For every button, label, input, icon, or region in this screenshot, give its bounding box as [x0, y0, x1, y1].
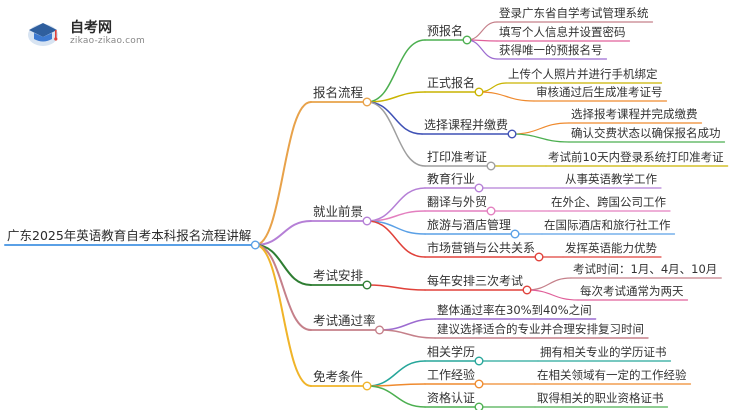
node-knob [486, 161, 496, 171]
connector-curve [366, 101, 426, 167]
node-print-admission: 打印准考证 [427, 150, 488, 164]
node-knob [362, 381, 372, 391]
leaf-certificate: 取得相关的职业资格证书 [537, 391, 664, 405]
branch-career-prospects: 就业前景 [313, 204, 364, 219]
connector-curve [378, 318, 436, 331]
connector-curve [366, 39, 426, 103]
connector-curve [366, 385, 426, 408]
connector-curve [254, 220, 312, 246]
connector-curve [466, 21, 498, 41]
connector-curve [378, 329, 436, 339]
node-related-education: 相关学历 [427, 345, 476, 359]
connector-curve [254, 244, 312, 286]
leaf-hotel-travel: 在国际酒店和旅行社工作 [544, 218, 671, 232]
branch-registration-process: 报名流程 [313, 85, 364, 100]
connector-curve [526, 277, 572, 291]
connector-curve [511, 133, 570, 143]
leaf-get-number: 获得唯一的预报名号 [499, 43, 603, 57]
node-knob [486, 206, 496, 216]
leaf-study-advice: 建议选择适合的专业并合理安排复习时间 [437, 322, 644, 336]
connector-curve [478, 91, 535, 102]
node-knob [510, 229, 520, 239]
node-knob [462, 35, 472, 45]
leaf-confirm-payment: 确认交费状态以确保报名成功 [571, 126, 721, 140]
connector-curve [366, 360, 426, 387]
leaf-upload-photo: 上传个人照片并进行手机绑定 [508, 67, 658, 81]
leaf-foreign-company: 在外企、跨国公司工作 [551, 195, 666, 209]
node-knob [474, 183, 484, 193]
node-tourism-hotel: 旅游与酒店管理 [427, 218, 512, 232]
connector-curve [254, 101, 312, 246]
node-knob [474, 87, 484, 97]
node-knob [362, 280, 372, 290]
logo-title: 自考网 [70, 20, 112, 36]
leaf-english-advantage: 发挥英语能力优势 [565, 241, 657, 255]
node-knob [474, 402, 484, 410]
leaf-review-pass: 审核通过后生成准考证号 [536, 85, 663, 99]
branch-pass-rate: 考试通过率 [313, 313, 376, 328]
node-translation-trade: 翻译与外贸 [427, 195, 488, 209]
node-knob [474, 356, 484, 366]
leaf-select-course: 选择报考课程并完成缴费 [571, 107, 698, 121]
connector-curve [254, 244, 312, 331]
node-formal-registration: 正式报名 [427, 76, 476, 90]
leaf-fill-info: 填写个人信息并设置密码 [499, 25, 626, 39]
connector-curve [366, 284, 426, 291]
node-knob [250, 240, 260, 250]
node-marketing-pr: 市场营销与公共关系 [427, 241, 536, 255]
leaf-teaching: 从事英语教学工作 [565, 172, 657, 186]
connector-curve [366, 220, 426, 258]
connector-curve [254, 244, 312, 387]
branch-exemption: 免考条件 [313, 369, 364, 384]
graduation-cap-icon [28, 23, 58, 46]
node-qualification: 资格认证 [427, 391, 476, 405]
branch-exam-schedule: 考试安排 [313, 268, 364, 283]
leaf-overall-rate: 整体通过率在30%到40%之间 [437, 303, 592, 317]
node-work-experience: 工作经验 [427, 368, 476, 382]
connector-curve [466, 39, 498, 60]
node-pre-registration: 预报名 [427, 24, 464, 38]
mindmap-root: 广东2025年英语教育自考本科报名流程讲解 [7, 228, 252, 243]
node-knob [362, 216, 372, 226]
node-three-exams: 每年安排三次考试 [427, 274, 524, 288]
leaf-exam-months: 考试时间：1月、4月、10月 [573, 262, 718, 276]
node-knob [534, 252, 544, 262]
connector-curve [366, 91, 426, 103]
connector-curve [511, 122, 570, 135]
leaf-print-before-exam: 考试前10天内登录系统打印准考证 [548, 150, 724, 164]
node-knob [507, 129, 517, 139]
node-knob [522, 285, 532, 295]
leaf-diploma: 拥有相关专业的学历证书 [540, 345, 667, 359]
node-knob [474, 379, 484, 389]
leaf-two-days: 每次考试通常为两天 [580, 284, 684, 298]
logo-subtitle: zikao-zikao.com [70, 36, 145, 46]
node-select-course-pay: 选择课程并缴费 [424, 118, 509, 132]
node-knob [375, 325, 385, 335]
node-education-industry: 教育行业 [427, 172, 476, 186]
leaf-login-system: 登录广东省自学考试管理系统 [499, 6, 649, 20]
leaf-work-field: 在相关领域有一定的工作经验 [537, 368, 687, 382]
connector-curve [526, 289, 579, 301]
logo: 自考网 zikao-zikao.com [20, 14, 150, 54]
node-knob [362, 97, 372, 107]
